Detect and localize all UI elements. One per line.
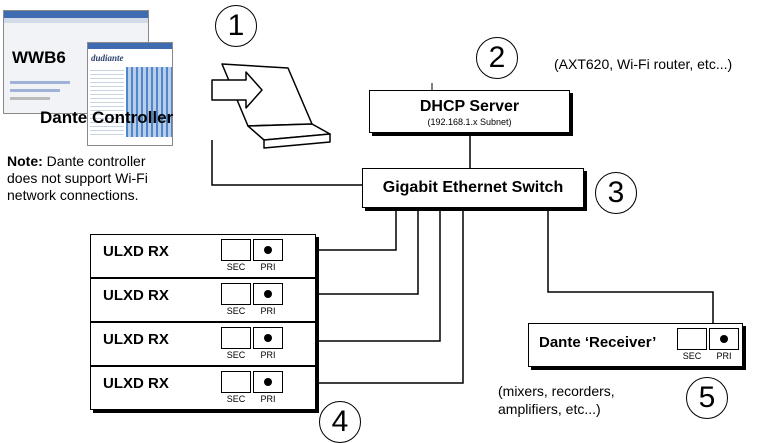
dante-receiver-box: Dante ‘Receiver’ SEC PRI <box>528 323 743 367</box>
pri-label: PRI <box>260 350 276 360</box>
pri-port <box>253 283 283 305</box>
pri-port-dot <box>720 335 728 343</box>
callout-4: 4 <box>319 401 361 443</box>
pri-port <box>253 327 283 349</box>
dhcp-server-box: DHCP Server (192.168.1.x Subnet) <box>369 90 570 133</box>
note-line2: does not support Wi-Fi <box>7 170 148 186</box>
sec-label: SEC <box>226 394 246 404</box>
sec-port <box>221 327 251 349</box>
ulxd-receiver-4: ULXD RX SEC PRI <box>90 366 316 410</box>
dhcp-title: DHCP Server <box>419 98 520 115</box>
dhcp-examples: (AXT620, Wi-Fi router, etc...) <box>554 56 733 72</box>
examples-line2: amplifiers, etc...) <box>498 401 601 417</box>
wwb6-label: WWB6 <box>12 48 66 67</box>
sec-port <box>221 371 251 393</box>
sec-label: SEC <box>226 262 246 272</box>
ulxd-receiver-2: ULXD RX SEC PRI <box>90 278 316 322</box>
switch-title: Gigabit Ethernet Switch <box>382 179 564 196</box>
receiver-name: ULXD RX <box>103 375 169 392</box>
note-line1: Dante controller <box>42 153 146 169</box>
pri-port-dot <box>264 378 272 386</box>
sec-port <box>221 239 251 261</box>
sec-port <box>677 328 707 350</box>
receiver-name: ULXD RX <box>103 287 169 304</box>
dante-logo: dudiante <box>91 53 124 63</box>
note-line3: network connections. <box>7 187 139 203</box>
network-port: SEC PRI <box>221 371 286 404</box>
laptop-icon <box>211 63 331 149</box>
note-text: Note: Dante controller does not support … <box>7 153 187 204</box>
pri-port-dot <box>264 246 272 254</box>
pri-label: PRI <box>260 394 276 404</box>
pri-label: PRI <box>260 262 276 272</box>
arrow-icon <box>211 71 263 109</box>
pri-label: PRI <box>260 306 276 316</box>
wire-switch-to-dante-receiver <box>547 208 714 341</box>
network-port: SEC PRI <box>677 328 742 361</box>
network-port: SEC PRI <box>221 327 286 360</box>
pri-port <box>253 371 283 393</box>
dante-controller-label: Dante Controller <box>40 108 174 127</box>
pri-port <box>709 328 739 350</box>
pri-port-dot <box>264 334 272 342</box>
dante-controller-screenshot: dudiante <box>87 42 173 146</box>
examples-line1: (mixers, recorders, <box>498 383 615 399</box>
wire-switch-to-rx2 <box>268 208 419 295</box>
pri-port <box>253 239 283 261</box>
sec-label: SEC <box>682 351 702 361</box>
dante-receiver-examples: (mixers, recorders, amplifiers, etc...) <box>498 382 615 418</box>
callout-2: 2 <box>476 37 518 79</box>
ulxd-receiver-3: ULXD RX SEC PRI <box>90 322 316 366</box>
pri-port-dot <box>264 290 272 298</box>
dante-receiver-name: Dante ‘Receiver’ <box>539 334 657 351</box>
callout-5: 5 <box>686 377 728 419</box>
network-port: SEC PRI <box>221 283 286 316</box>
network-port: SEC PRI <box>221 239 286 272</box>
callout-1: 1 <box>215 5 257 47</box>
pri-label: PRI <box>716 351 732 361</box>
wire-switch-to-laptop <box>211 140 362 186</box>
receiver-name: ULXD RX <box>103 331 169 348</box>
receiver-name: ULXD RX <box>103 243 169 260</box>
ulxd-receiver-1: ULXD RX SEC PRI <box>90 234 316 278</box>
wire-switch-to-rx4 <box>268 208 464 384</box>
note-title: Note: <box>7 153 43 169</box>
sec-label: SEC <box>226 350 246 360</box>
sec-label: SEC <box>226 306 246 316</box>
dhcp-subtitle: (192.168.1.x Subnet) <box>427 117 512 127</box>
callout-3: 3 <box>595 172 637 214</box>
wire-switch-to-rx3 <box>268 208 441 342</box>
gigabit-switch-box: Gigabit Ethernet Switch <box>362 168 584 208</box>
sec-port <box>221 283 251 305</box>
